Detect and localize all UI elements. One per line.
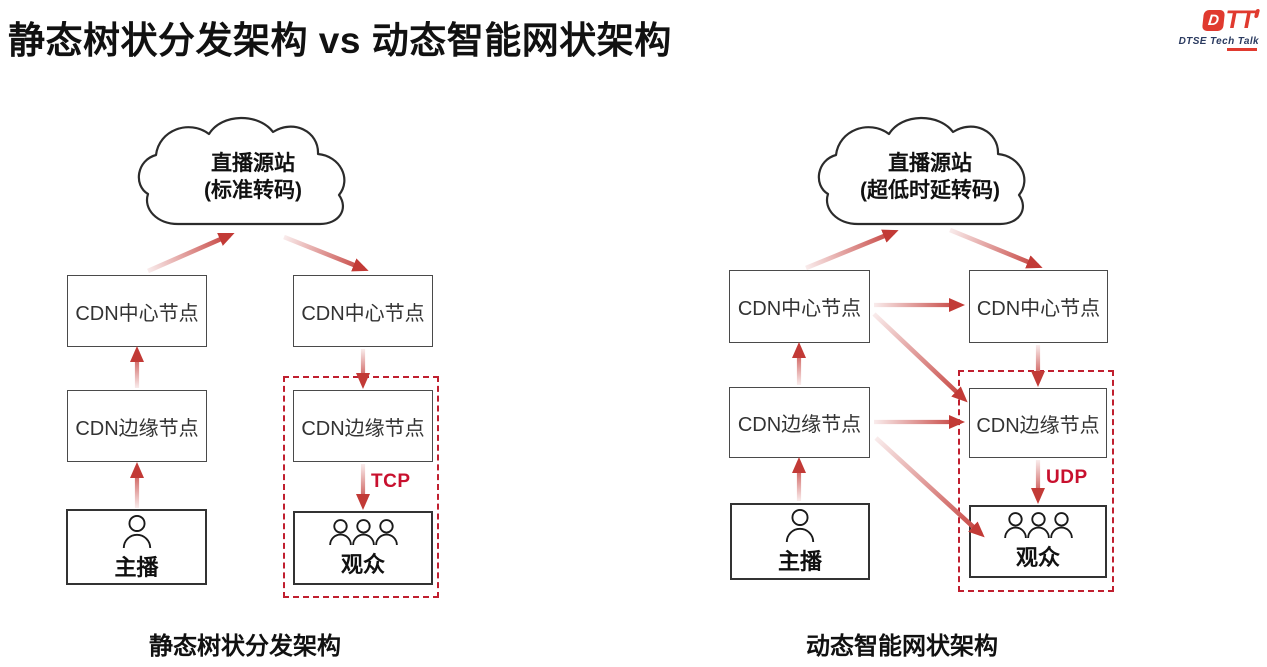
arrow-right-center-to-cloud bbox=[805, 229, 899, 271]
right-cloud-line1: 直播源站 bbox=[888, 152, 972, 175]
left-source-cloud bbox=[137, 116, 346, 226]
person-icon bbox=[1049, 512, 1073, 539]
person-icon bbox=[1003, 512, 1027, 539]
person-icon bbox=[785, 508, 815, 543]
left-cloud-line1: 直播源站 bbox=[211, 152, 295, 175]
node-label: CDN边缘节点 bbox=[976, 414, 1100, 437]
right-downlink-center-node: CDN中心节点 bbox=[969, 270, 1108, 343]
node-label: CDN边缘节点 bbox=[75, 417, 199, 440]
right-broadcaster-box: 主播 bbox=[730, 503, 870, 580]
arrow-center-to-edge-mesh bbox=[872, 312, 968, 403]
right-caption: 动态智能网状架构 bbox=[806, 633, 998, 660]
left-downlink-center-node: CDN中心节点 bbox=[293, 275, 433, 347]
person-icon bbox=[122, 514, 151, 548]
right-cloud-line2: (超低时延转码) bbox=[860, 179, 1000, 202]
audience-icons bbox=[1003, 511, 1073, 539]
right-audience-box: 观众 bbox=[969, 505, 1107, 578]
right-uplink-center-node: CDN中心节点 bbox=[729, 270, 870, 343]
left-caption: 静态树状分发架构 bbox=[149, 633, 341, 660]
left-cloud-line2: (标准转码) bbox=[204, 179, 302, 202]
left-cloud-label: 直播源站 (标准转码) bbox=[153, 150, 353, 204]
right-cloud-label: 直播源站 (超低时延转码) bbox=[820, 150, 1040, 204]
logo-underline bbox=[1227, 48, 1257, 51]
person-icon bbox=[1026, 512, 1050, 539]
logo-brand: D TT bbox=[1164, 6, 1261, 34]
logo-tick-icon bbox=[1253, 9, 1261, 18]
left-broadcaster-box: 主播 bbox=[66, 509, 207, 585]
person-icon bbox=[328, 518, 352, 545]
logo-tagline: DTSE Tech Talk bbox=[1178, 36, 1259, 47]
left-downlink-edge-node: CDN边缘节点 bbox=[293, 390, 433, 462]
right-protocol-label: UDP bbox=[1046, 467, 1088, 488]
left-uplink-center-node: CDN中心节点 bbox=[67, 275, 207, 347]
left-protocol-label: TCP bbox=[371, 471, 411, 492]
arrow-right-cloud-to-center bbox=[949, 227, 1043, 269]
logo-d-mark-icon: D bbox=[1202, 10, 1226, 31]
node-label: CDN中心节点 bbox=[75, 302, 199, 325]
logo-tt-text: TT bbox=[1225, 6, 1255, 34]
node-label: CDN边缘节点 bbox=[301, 417, 425, 440]
arrow-left-center-to-cloud bbox=[147, 232, 235, 274]
node-label: CDN边缘节点 bbox=[737, 414, 862, 436]
broadcaster-label: 主播 bbox=[777, 549, 822, 574]
right-downlink-edge-node: CDN边缘节点 bbox=[969, 388, 1107, 458]
left-uplink-edge-node: CDN边缘节点 bbox=[67, 390, 207, 462]
dtse-logo: D TT DTSE Tech Talk bbox=[1164, 6, 1261, 51]
page-title: 静态树状分发架构 vs 动态智能网状架构 bbox=[8, 20, 672, 61]
audience-icons bbox=[328, 518, 398, 546]
right-source-cloud bbox=[817, 116, 1026, 226]
broadcaster-label: 主播 bbox=[114, 554, 159, 580]
right-uplink-edge-node: CDN边缘节点 bbox=[729, 387, 870, 458]
node-label: CDN中心节点 bbox=[737, 298, 862, 320]
node-label: CDN中心节点 bbox=[301, 302, 425, 325]
person-icon bbox=[351, 518, 375, 545]
person-icon bbox=[374, 518, 398, 545]
node-label: CDN中心节点 bbox=[976, 298, 1101, 320]
audience-label: 观众 bbox=[1015, 545, 1060, 570]
left-audience-box: 观众 bbox=[293, 511, 433, 585]
audience-label: 观众 bbox=[340, 551, 385, 577]
arrow-left-cloud-to-center bbox=[283, 234, 369, 272]
